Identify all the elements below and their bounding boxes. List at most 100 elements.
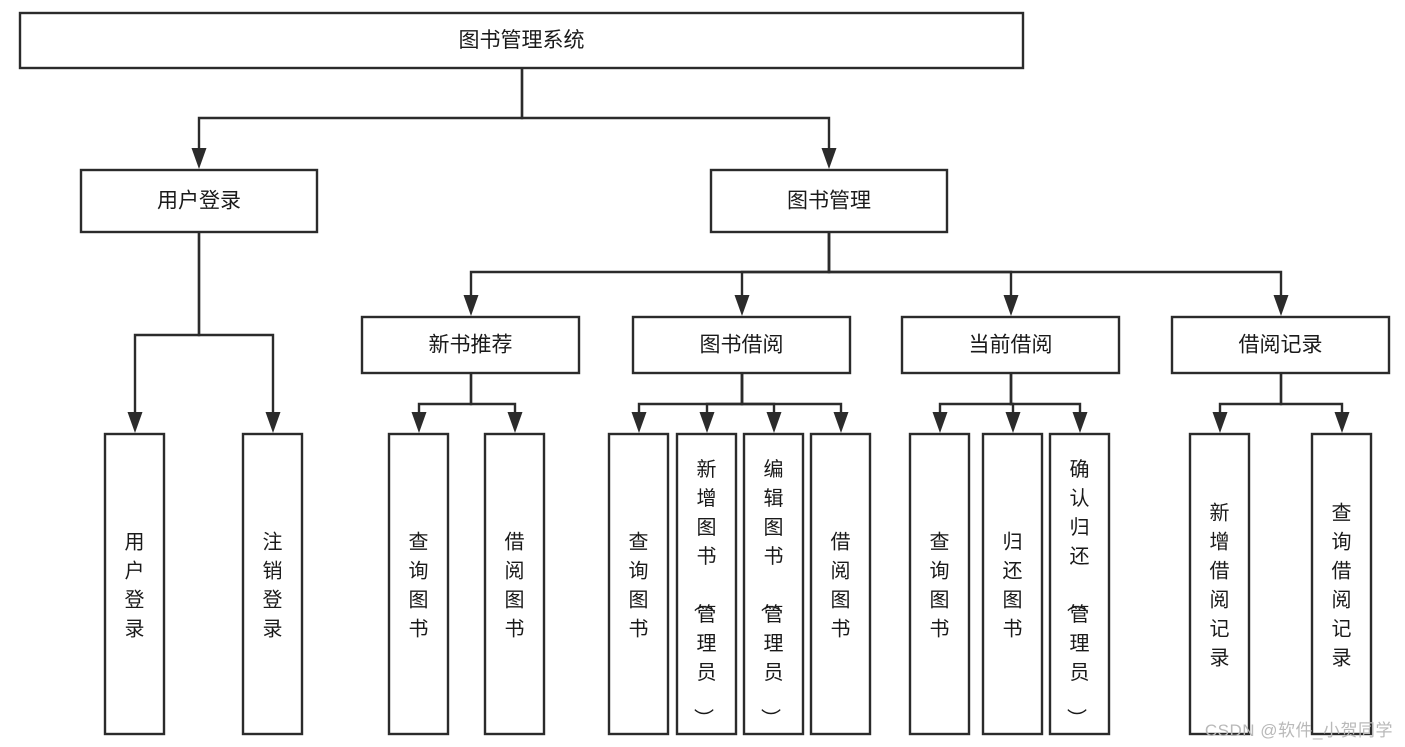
node-box[interactable]: [675, 432, 738, 736]
node-leaf-query-book-cur[interactable]: 查询图书: [908, 432, 971, 736]
node-label: 查询图书: [409, 531, 429, 641]
arrow-head-icon: [821, 148, 837, 169]
node-leaf-query-book-brw[interactable]: 查询图书: [607, 432, 670, 736]
node-leaf-confirm-return[interactable]: 确认归还（管理员）: [1048, 432, 1111, 736]
arrow-head-icon: [734, 295, 750, 316]
connector-line: [1218, 373, 1283, 412]
node-label: 注销登录: [263, 531, 283, 641]
node-label: 归还图书: [1003, 531, 1023, 641]
arrow-head-icon: [1212, 412, 1228, 433]
node-box[interactable]: [709, 168, 949, 234]
arrow-head-icon: [932, 412, 948, 433]
connector-line: [938, 373, 1013, 412]
node-label: 确认归还（管理员）: [1065, 458, 1090, 728]
node-leaf-logout[interactable]: 注销登录: [241, 432, 304, 736]
connector-line: [705, 373, 744, 412]
node-leaf-return-book[interactable]: 归还图书: [981, 432, 1044, 736]
node-box[interactable]: [908, 432, 971, 736]
edge-borrow-record-to-leaf-add-record: [1212, 373, 1283, 433]
edge-borrow-record-to-leaf-query-record: [1279, 373, 1350, 433]
node-label: 查询借阅记录: [1332, 502, 1352, 670]
node-box[interactable]: [103, 432, 166, 736]
arrow-head-icon: [766, 412, 782, 433]
node-box[interactable]: [742, 432, 805, 736]
node-label: 新书推荐: [429, 334, 513, 357]
node-user-login[interactable]: 用户登录: [79, 168, 319, 234]
connector-line: [197, 68, 524, 148]
arrow-head-icon: [191, 148, 207, 169]
node-label: 借阅记录: [1239, 334, 1323, 357]
node-box[interactable]: [607, 432, 670, 736]
node-label: 查询图书: [629, 531, 649, 641]
edge-user-login-to-leaf-user-login: [127, 232, 201, 433]
connector-line: [740, 232, 831, 295]
node-leaf-query-record[interactable]: 查询借阅记录: [1310, 432, 1373, 736]
node-box[interactable]: [241, 432, 304, 736]
node-label: 借阅图书: [505, 531, 525, 641]
edge-new-book-rec-to-leaf-query-book-rec: [411, 373, 473, 433]
arrow-head-icon: [631, 412, 647, 433]
connector-line: [637, 373, 744, 412]
edge-root-to-user-login: [191, 68, 524, 169]
connector-line: [827, 232, 1283, 295]
node-leaf-query-book-rec[interactable]: 查询图书: [387, 432, 450, 736]
edge-user-login-to-leaf-logout: [197, 232, 281, 433]
node-label: 图书管理系统: [459, 29, 585, 52]
arrow-head-icon: [833, 412, 849, 433]
edge-current-borrow-to-leaf-query-book-cur: [932, 373, 1013, 433]
node-label: 图书管理: [787, 190, 871, 213]
node-box[interactable]: [900, 315, 1121, 375]
connector-line: [520, 68, 831, 148]
node-box[interactable]: [1170, 315, 1391, 375]
edges-layer: [127, 68, 1350, 433]
edge-new-book-rec-to-leaf-borrow-book-rec: [469, 373, 523, 433]
node-leaf-add-book[interactable]: 新增图书（管理员）: [675, 432, 738, 736]
edge-book-manage-to-current-borrow: [827, 232, 1019, 316]
node-label: 借阅图书: [831, 531, 851, 641]
node-box[interactable]: [387, 432, 450, 736]
arrow-head-icon: [411, 412, 427, 433]
node-box[interactable]: [809, 432, 872, 736]
node-box[interactable]: [1310, 432, 1373, 736]
node-box[interactable]: [1188, 432, 1251, 736]
node-new-book-rec[interactable]: 新书推荐: [360, 315, 581, 375]
node-label: 用户登录: [157, 190, 241, 213]
connector-line: [197, 232, 275, 412]
node-book-borrow[interactable]: 图书借阅: [631, 315, 852, 375]
edge-book-borrow-to-leaf-add-book: [699, 373, 744, 433]
node-current-borrow[interactable]: 当前借阅: [900, 315, 1121, 375]
node-leaf-edit-book[interactable]: 编辑图书（管理员）: [742, 432, 805, 736]
arrow-head-icon: [463, 295, 479, 316]
node-box[interactable]: [18, 11, 1025, 70]
arrow-head-icon: [265, 412, 281, 433]
edge-current-borrow-to-leaf-confirm-return: [1009, 373, 1088, 433]
connector-line: [1279, 373, 1344, 412]
node-box[interactable]: [483, 432, 546, 736]
node-leaf-borrow-book-brw[interactable]: 借阅图书: [809, 432, 872, 736]
node-root[interactable]: 图书管理系统: [18, 11, 1025, 70]
node-box[interactable]: [79, 168, 319, 234]
connector-line: [827, 232, 1013, 295]
node-leaf-add-record[interactable]: 新增借阅记录: [1188, 432, 1251, 736]
arrow-head-icon: [1273, 295, 1289, 316]
node-box[interactable]: [360, 315, 581, 375]
node-borrow-record[interactable]: 借阅记录: [1170, 315, 1391, 375]
arrow-head-icon: [507, 412, 523, 433]
node-leaf-user-login[interactable]: 用户登录: [103, 432, 166, 736]
node-label: 新增借阅记录: [1210, 502, 1230, 670]
node-box[interactable]: [981, 432, 1044, 736]
edge-book-manage-to-borrow-record: [827, 232, 1289, 316]
node-box[interactable]: [1048, 432, 1111, 736]
edge-book-borrow-to-leaf-borrow-book-brw: [740, 373, 849, 433]
node-label: 编辑图书（管理员）: [759, 458, 784, 728]
arrow-head-icon: [1072, 412, 1088, 433]
node-box[interactable]: [631, 315, 852, 375]
arrow-head-icon: [127, 412, 143, 433]
arrow-head-icon: [1003, 295, 1019, 316]
node-leaf-borrow-book-rec[interactable]: 借阅图书: [483, 432, 546, 736]
connector-line: [740, 373, 776, 412]
connector-line: [469, 232, 831, 295]
node-book-manage[interactable]: 图书管理: [709, 168, 949, 234]
